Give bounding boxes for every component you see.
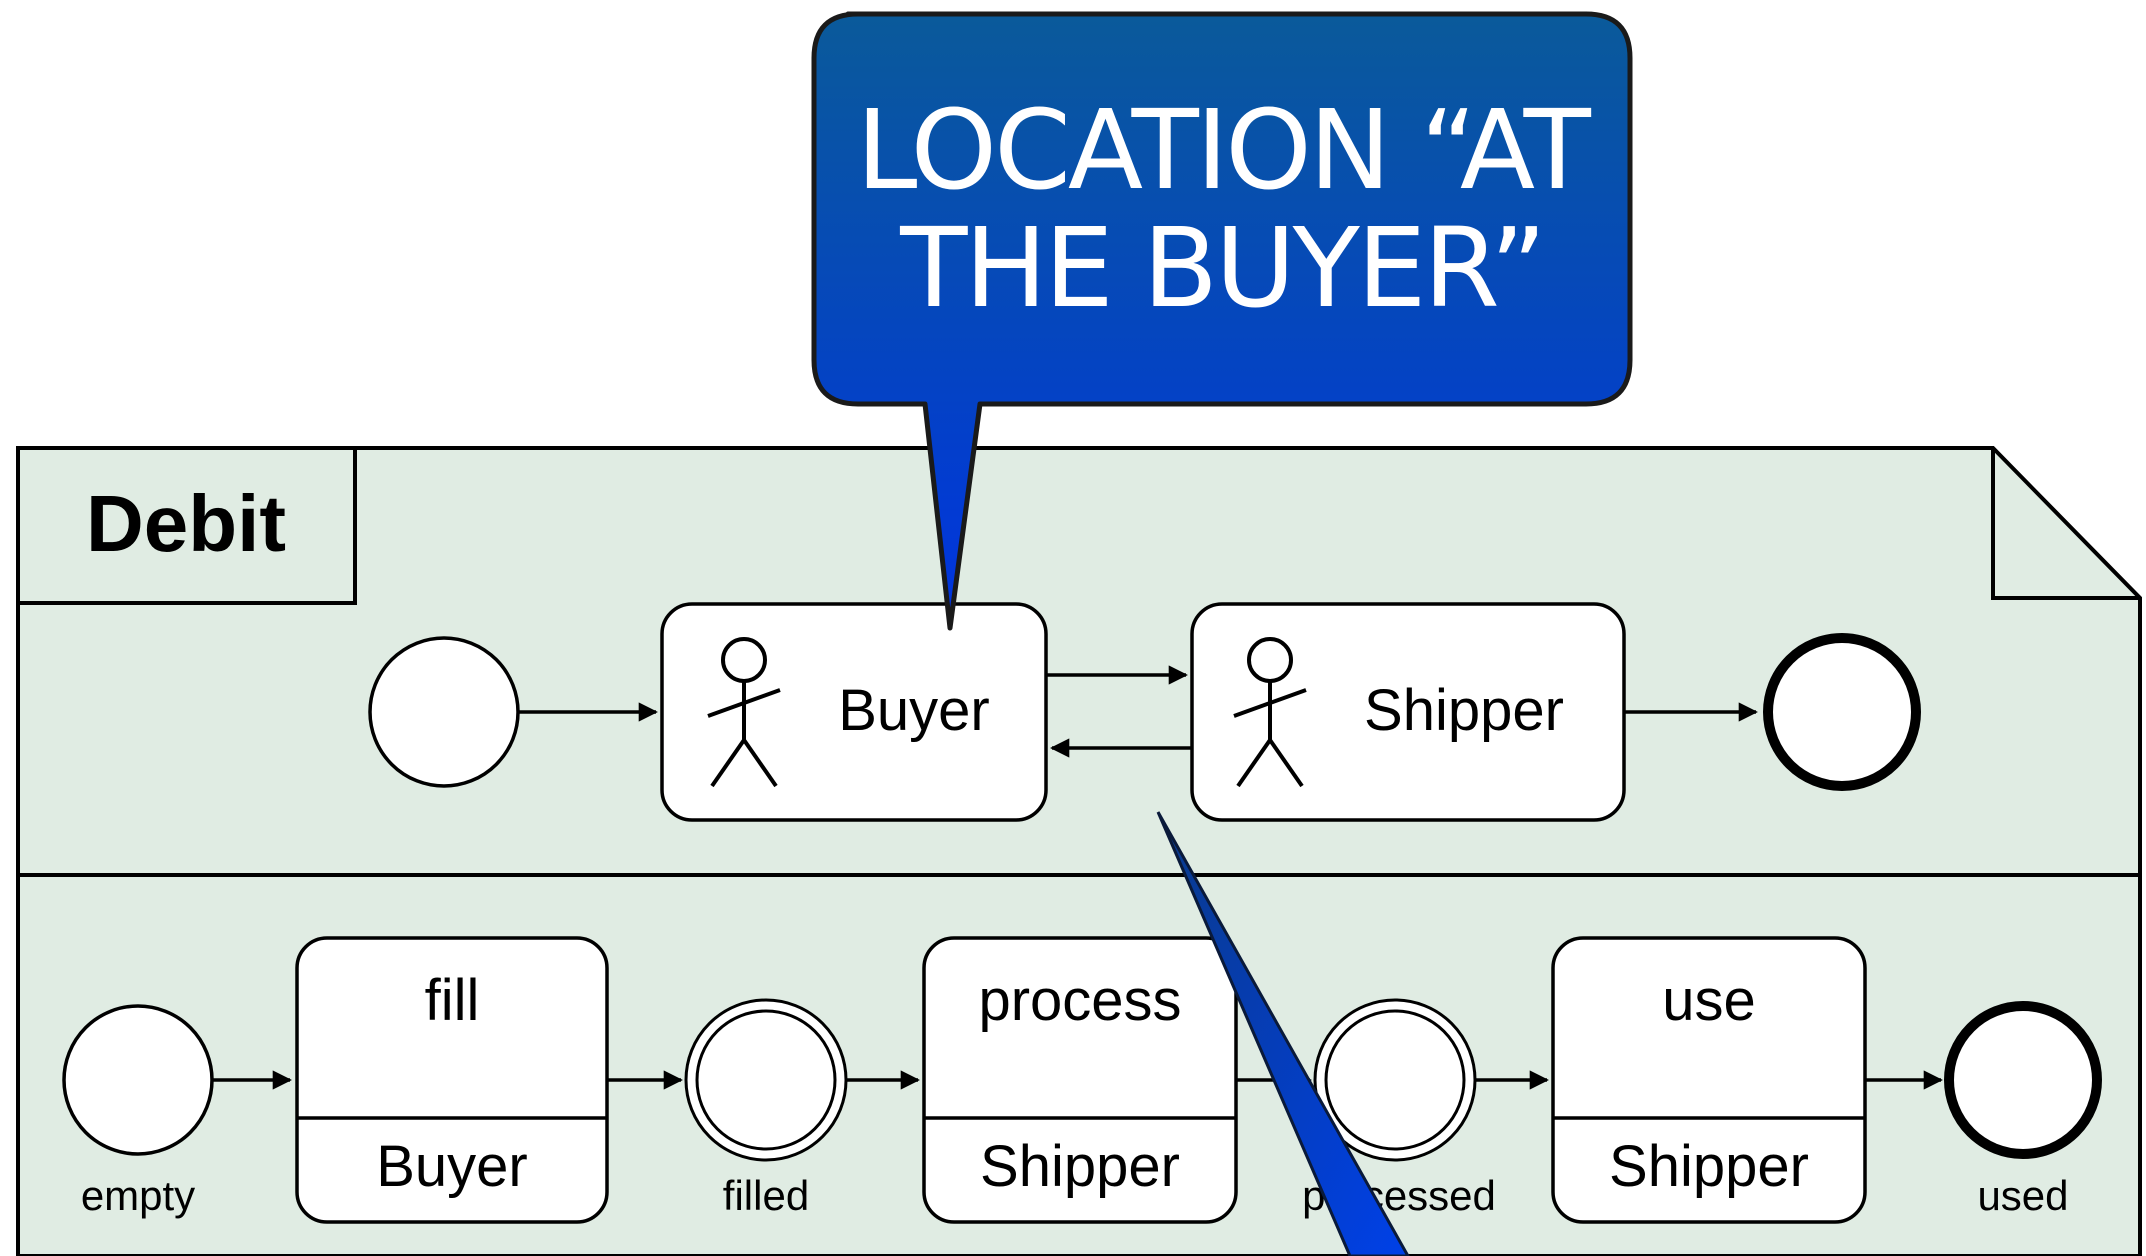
callout-line-2: THE BUYER”	[899, 204, 1543, 332]
stick-figure-icon	[707, 637, 781, 788]
callout-bubble	[811, 11, 1633, 631]
state-filled-inner	[695, 1009, 837, 1151]
callout-line-1: LOCATION “AT	[856, 86, 1591, 214]
state-label-used: used	[1977, 1172, 2068, 1219]
state-processed-inner	[1324, 1009, 1466, 1151]
location-callout: LOCATION “AT THE BUYER”	[811, 11, 1633, 631]
task-role-use: Shipper	[1609, 1134, 1809, 1199]
stick-figure-icon	[1233, 637, 1307, 788]
frame-title-tab	[18, 446, 357, 605]
state-filled	[684, 998, 848, 1162]
start-event	[368, 636, 520, 788]
state-label-filled: filled	[723, 1172, 809, 1219]
task-name-use: use	[1662, 968, 1756, 1033]
task-lane: empty fill Buyer filled process Shipper …	[62, 936, 2102, 1224]
task-role-process: Shipper	[980, 1134, 1180, 1199]
actor-label-shipper: Shipper	[1364, 678, 1564, 743]
frame-dog-ear	[1991, 448, 2140, 600]
state-label-empty: empty	[81, 1172, 195, 1219]
task-name-process: process	[978, 968, 1181, 1033]
frame-title: Debit	[86, 479, 286, 568]
actor-lane: Buyer Shipper	[368, 602, 1921, 822]
state-empty	[62, 1004, 214, 1156]
end-event	[1763, 633, 1921, 791]
task-role-fill: Buyer	[376, 1134, 528, 1199]
task-name-fill: fill	[425, 968, 480, 1033]
actor-box-buyer	[660, 602, 1048, 822]
callout-pointer-wedge	[1156, 811, 1410, 1256]
state-used	[1944, 1001, 2102, 1159]
actor-label-buyer: Buyer	[838, 678, 990, 743]
